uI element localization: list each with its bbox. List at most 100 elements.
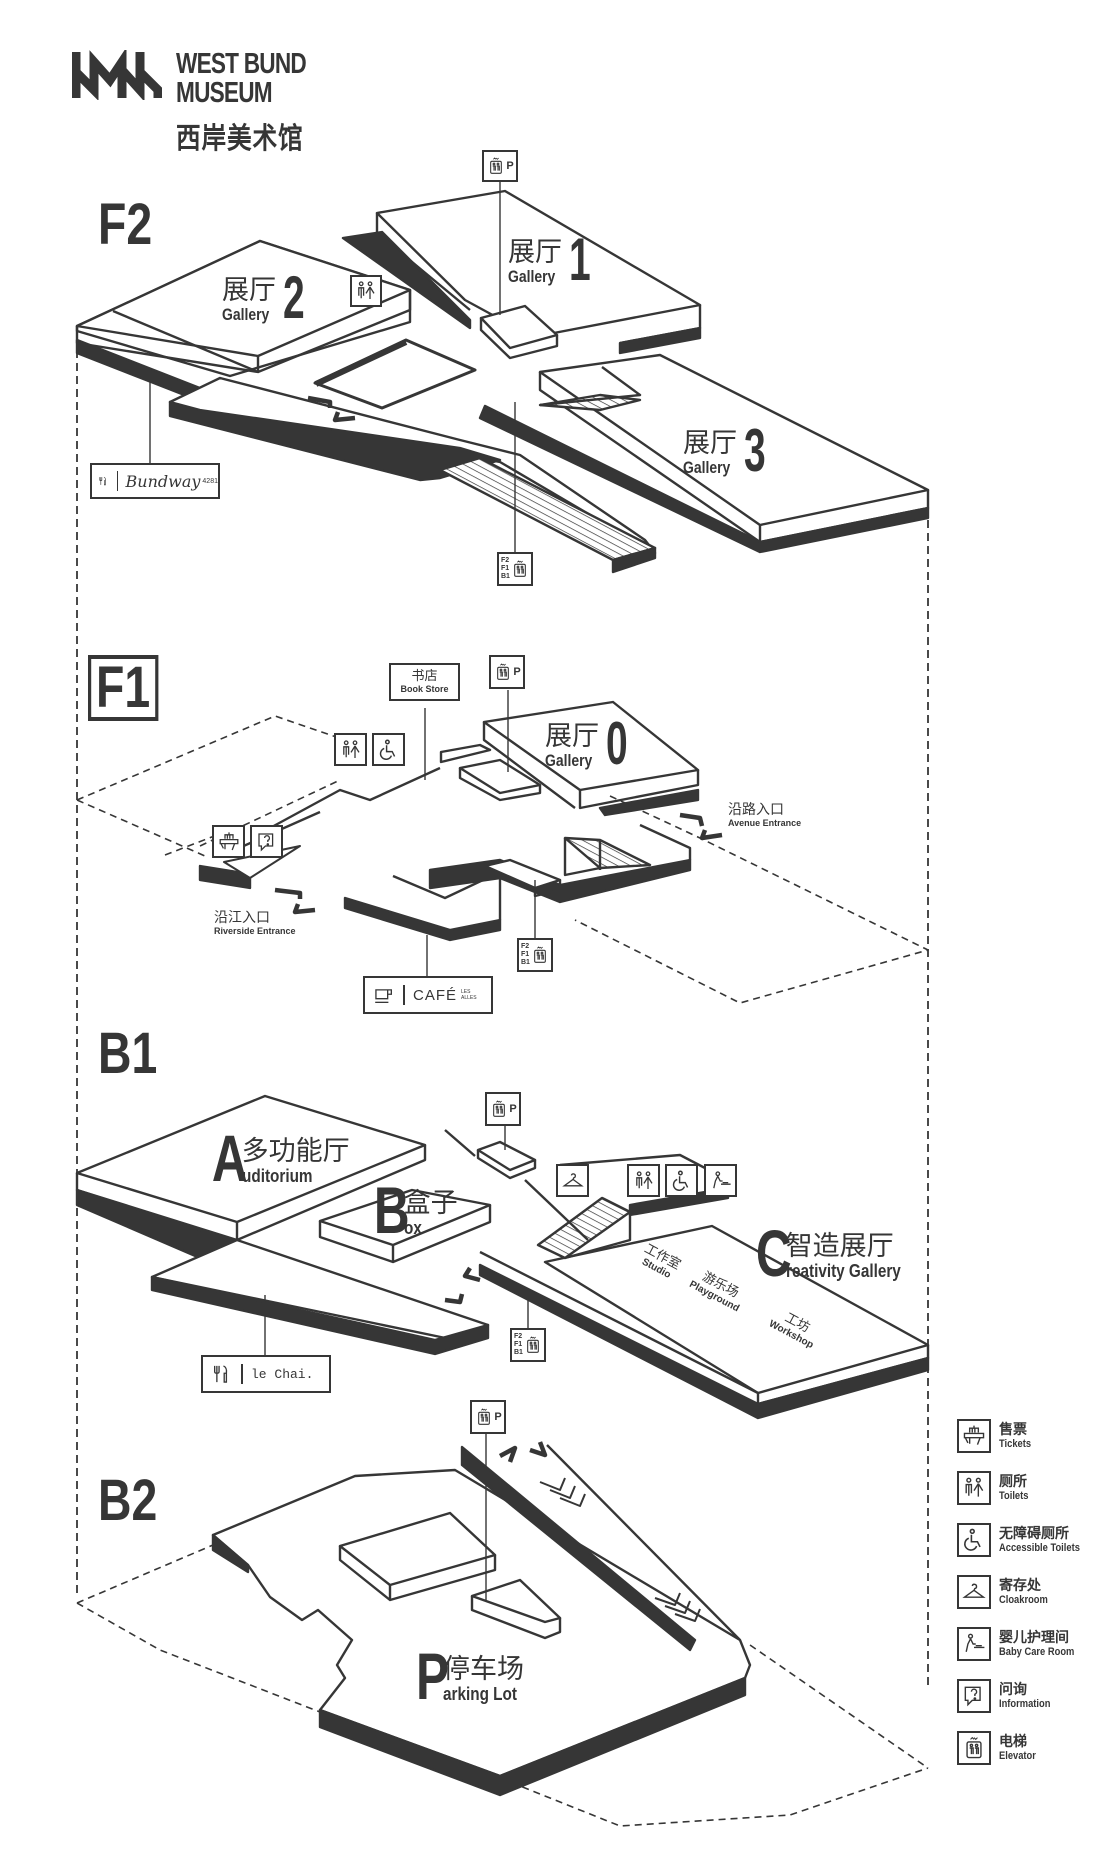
legend-label-en: Tickets	[999, 1437, 1032, 1450]
legend-label-cn: 无障碍厕所	[999, 1525, 1069, 1542]
tickets-icon	[217, 830, 241, 854]
b1-elevator-parking-sign[interactable]: P	[485, 1092, 521, 1126]
gallery-0-cn: 展厅	[545, 721, 599, 752]
avenue-entrance-cn: 沿路入口	[728, 802, 784, 818]
b1-cloakroom-sign[interactable]	[556, 1164, 589, 1197]
f2-restaurant-sign[interactable]: Bundway 4281	[90, 463, 220, 499]
book-store-cn: 书店	[411, 669, 438, 684]
f1-information-sign[interactable]	[250, 825, 283, 858]
legend-label-cn: 厕所	[999, 1473, 1027, 1490]
elevator-icon	[489, 1098, 509, 1120]
legend-label-en: Cloakroom	[999, 1593, 1048, 1606]
parking-letter: P	[513, 666, 521, 678]
sign-leader-lines	[149, 178, 536, 1600]
box-letter: B	[373, 1173, 410, 1247]
f1-riverside-slab	[198, 864, 252, 890]
fork-knife-icon	[98, 470, 109, 492]
book-store-sign[interactable]: 书店 Book Store	[389, 663, 460, 701]
cafe-sign[interactable]: CAFÉ LES ALLES	[363, 976, 493, 1014]
elevator-icon	[486, 155, 506, 177]
legend-label-cn: 婴儿护理间	[999, 1629, 1069, 1646]
elevator-icon	[961, 1735, 987, 1761]
legend-label-cn: 寄存处	[999, 1577, 1041, 1594]
b1-accessible-toilets-sign[interactable]	[665, 1164, 698, 1197]
tickets-icon	[961, 1423, 987, 1449]
legend-label-cn: 问询	[999, 1681, 1027, 1698]
avenue-entrance-en: Avenue Entrance	[728, 818, 802, 828]
f1-toilets-sign[interactable]	[334, 733, 367, 766]
f1-outdoor-outline	[76, 715, 929, 1004]
f1-elevator-parking-sign[interactable]: P	[489, 655, 525, 689]
wbm-logo-mark-icon	[71, 47, 163, 102]
accessible-toilets-icon	[377, 738, 401, 762]
museum-name: WEST BUND MUSEUM	[176, 48, 307, 109]
b2-ramp-arrows	[539, 1477, 701, 1622]
b2-elevator-parking-sign[interactable]: P	[470, 1400, 506, 1434]
floor-label-f1[interactable]: F1	[88, 655, 159, 721]
f1-flow-arrows	[274, 812, 723, 915]
museum-logo	[71, 47, 163, 102]
divider	[403, 985, 405, 1005]
fork-knife-icon	[211, 1363, 233, 1385]
elevator-icon	[493, 661, 513, 683]
toilets-icon	[632, 1169, 656, 1193]
box-cn: 盒子	[403, 1188, 458, 1219]
box-en: ox	[403, 1218, 422, 1238]
toilets-icon	[354, 279, 378, 303]
gallery-3-number: 3	[743, 417, 766, 484]
museum-name-line1: WEST BUND	[176, 48, 307, 80]
divider	[116, 471, 118, 491]
toilets-icon	[339, 738, 363, 762]
floor-label-f2[interactable]: F2	[98, 192, 153, 257]
gallery-2-number: 2	[282, 264, 305, 331]
avenue-entrance-label[interactable]: 沿路入口 Avenue Entrance	[728, 802, 801, 828]
baby-care-icon	[961, 1631, 987, 1657]
parking-letter: P	[506, 160, 514, 172]
f2-toilets-sign[interactable]	[350, 275, 382, 307]
b2-floor-plan	[76, 1441, 929, 1827]
accessible-toilets-icon	[670, 1169, 694, 1193]
gallery-0-en: Gallery	[545, 751, 593, 770]
f2-elevator-parking-sign[interactable]: P	[482, 150, 518, 182]
b1-toilets-sign[interactable]	[627, 1164, 660, 1197]
legend-label-en: Baby Care Room	[999, 1645, 1075, 1658]
legend-label-cn: 售票	[999, 1421, 1027, 1438]
cloakroom-icon	[961, 1579, 987, 1605]
b1-restaurant-sign[interactable]: le Chai.	[201, 1355, 331, 1393]
gallery-1-en: Gallery	[508, 267, 556, 286]
f1-accessible-toilets-sign[interactable]	[372, 733, 405, 766]
book-store-en: Book Store	[400, 684, 449, 694]
legend-label-en: Information	[999, 1697, 1051, 1710]
f2-floor-plan	[75, 189, 930, 574]
gallery-0-number: 0	[605, 710, 628, 777]
elevator-icon	[530, 944, 550, 966]
riverside-entrance-label[interactable]: 沿江入口 Riverside Entrance	[214, 910, 296, 936]
restaurant-name: Bundway	[125, 471, 201, 491]
floor-label-b2[interactable]: B2	[98, 1468, 158, 1533]
f1-tickets-sign[interactable]	[212, 825, 245, 858]
floor-label-b1[interactable]: B1	[98, 1021, 158, 1086]
b1-baby-care-sign[interactable]	[704, 1164, 737, 1197]
legend-label-cn: 电梯	[999, 1733, 1027, 1750]
toilets-icon	[961, 1475, 987, 1501]
museum-name-line2: MUSEUM	[176, 77, 273, 109]
restaurant-name: le Chai.	[251, 1366, 314, 1382]
